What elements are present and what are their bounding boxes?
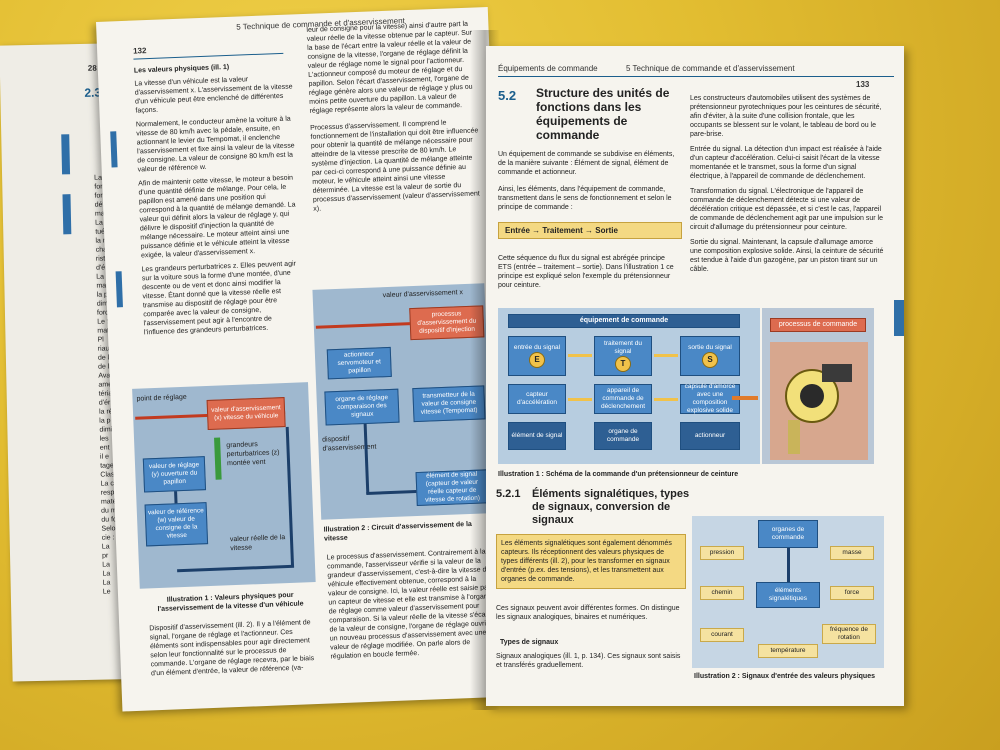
temperature-box: température (758, 644, 818, 658)
right-page: Équipements de commande 5 Technique de c… (486, 46, 904, 706)
yellow-arrow-4 (654, 398, 678, 401)
right-col2-p3: Transformation du signal. L'électronique… (690, 188, 884, 231)
back-blue-tab (61, 134, 71, 175)
right-ill1-caption: Illustration 1 : Schéma de la commande d… (498, 471, 739, 478)
pressure-box: pression (700, 546, 744, 560)
right-header-right: 5 Technique de commande et d'asservissem… (626, 64, 795, 73)
right-col1-p5: Signaux analogiques (ill. 1, p. 134). Ce… (496, 653, 681, 669)
left-col1-p2: Normalement, le conducteur amène la voit… (135, 115, 295, 174)
signal-elements-box: éléments signalétiques (756, 582, 820, 608)
left-col1-p5: Dispositif d'asservissement (ill. 2). Il… (149, 619, 315, 678)
left-col1-bottom: Dispositif d'asservissement (ill. 2). Il… (149, 618, 321, 678)
center-arrow-up (787, 548, 790, 582)
left-blue-tab-1 (110, 131, 118, 168)
signal-output-label: sortie du signal (688, 344, 732, 351)
yellow-arrow-2 (654, 354, 678, 357)
real-speed-label: valeur réelle de la vitesse (229, 534, 286, 553)
right-page-number: 133 (856, 80, 870, 89)
ill2-actuator-box: actionneur servomoteur et papillon (326, 346, 392, 380)
subsection-number: 5.2.1 (496, 488, 521, 500)
subsection-title: Éléments signalétiques, types de signaux… (532, 488, 690, 526)
right-col2-p1: Les constructeurs d'automobiles utilisen… (690, 95, 882, 138)
illustration-2-input-signals: organes de commande éléments signalétiqu… (692, 516, 884, 668)
right-col1-top: Un équipement de commande se subdivise e… (498, 150, 678, 212)
letter-s: S (701, 352, 718, 368)
process-title: processus de commande (770, 318, 866, 332)
back-blue-tab-2 (62, 194, 72, 235)
left-col1-p1: La vitesse d'un véhicule est la valeur d… (134, 76, 293, 115)
right-col2-p2: Entrée du signal. La détection d'un impa… (690, 146, 882, 180)
ill2-blue-line-bottom (366, 490, 417, 495)
yellow-arrow-3 (568, 398, 592, 401)
orange-arrow (732, 396, 758, 400)
yellow-arrow-1 (568, 354, 592, 357)
illustration-1-speed-values: point de réglage valeur d'asservissement… (132, 382, 316, 589)
process-photo-panel: processus de commande (732, 308, 874, 464)
ignition-capsule-box: capsule d'amorce avec une composition ex… (680, 383, 740, 414)
left-col2-p1: leur de consigne pour la vitesse) ainsi … (306, 20, 473, 115)
blue-arrow-up (174, 491, 178, 504)
control-value-box: valeur de réglage (y) ouverture du papil… (142, 456, 207, 493)
actuator-box: actionneur (680, 422, 740, 450)
types-heading: Types de signaux (500, 639, 559, 646)
set-point-label: point de réglage (136, 393, 187, 403)
accel-sensor-box: capteur d'accélération (508, 384, 566, 414)
left-blue-tab-2 (115, 271, 123, 308)
feedback-bottom-line (177, 564, 295, 573)
illustration-2-control-circuit: valeur d'asservissement x processus d'as… (312, 283, 494, 520)
letter-t: T (615, 356, 631, 372)
right-col2-p4: Sortie du signal. Maintenant, la capsule… (690, 239, 884, 273)
right-ill2-caption: Illustration 2 : Signaux d'entrée des va… (694, 673, 875, 680)
left-page-number: 132 (132, 46, 147, 56)
left-col1-p4: Les grandeurs perturbatrices z. Elles pe… (141, 260, 297, 337)
signal-element-box: élément de signal (508, 422, 566, 450)
right-blue-tab (894, 300, 904, 336)
force-box: force (830, 586, 874, 600)
speed-value-box: valeur d'asservissement (x) vitesse du v… (206, 397, 286, 431)
ill2-device-label: dispositif d'asservissement (322, 435, 377, 453)
section-number: 5.2 (498, 88, 517, 103)
path-box: chemin (700, 586, 744, 600)
left-col2: leur de consigne pour la vitesse) ainsi … (306, 19, 481, 213)
left-page: 5 Technique de commande et d'asservissem… (96, 6, 515, 712)
left-col1-p3: Afin de maintenir cette vitesse, le mote… (138, 174, 296, 260)
left-col1: Les valeurs physiques (ill. 1) La vitess… (134, 60, 304, 337)
signal-processing-label: traitement du signal (604, 340, 642, 355)
pretensioner-picture (770, 342, 868, 460)
ill2-top-label: valeur d'asservissement x (382, 289, 464, 300)
mass-box: masse (830, 546, 874, 560)
ets-flow-box: Entrée → Traitement → Sortie (498, 222, 682, 239)
right-header-rule (498, 76, 894, 77)
control-organ-box: organe de commande (594, 422, 652, 450)
left-header-rule (133, 52, 284, 60)
trigger-unit-box: appareil de commande de déclenchement (594, 384, 652, 414)
right-header-left: Équipements de commande (498, 64, 598, 73)
letter-e: E (528, 352, 545, 368)
left-col2-p2: Processus d'asservissement. Il comprend … (310, 119, 480, 213)
sensor-callout: Les éléments signalétiques sont égalemen… (496, 534, 686, 589)
right-col1-p4: Ces signaux peuvent avoir différentes fo… (496, 605, 680, 621)
equipment-title: équipement de commande (508, 314, 740, 328)
signal-input-label: entrée du signal (513, 344, 561, 351)
section-title: Structure des unités de fonctions dans l… (536, 86, 670, 142)
right-col1-p1: Un équipement de commande se subdivise e… (498, 151, 675, 176)
control-organs-box: organes de commande (758, 520, 818, 548)
reference-value-box: valeur de référence (w) valeur de consig… (144, 502, 209, 547)
rotation-frequency-box: fréquence de rotation (822, 624, 876, 644)
right-col1-p2: Ainsi, les éléments, dans l'équipement d… (498, 186, 672, 211)
ill2-organ-box: organe de réglage comparaison des signau… (324, 388, 400, 426)
disturbance-arrow (214, 437, 222, 480)
right-col1-p3: Cette séquence du flux du signal est abr… (498, 255, 674, 289)
current-box: courant (700, 628, 744, 642)
back-page-number: 28 (87, 63, 97, 73)
phys-values-heading: Les valeurs physiques (ill. 1) (133, 63, 230, 75)
left-ill1-caption: Illustration 1 : Valeurs physiques pour … (157, 591, 304, 614)
right-col2: Les constructeurs d'automobiles utilisen… (690, 94, 886, 274)
